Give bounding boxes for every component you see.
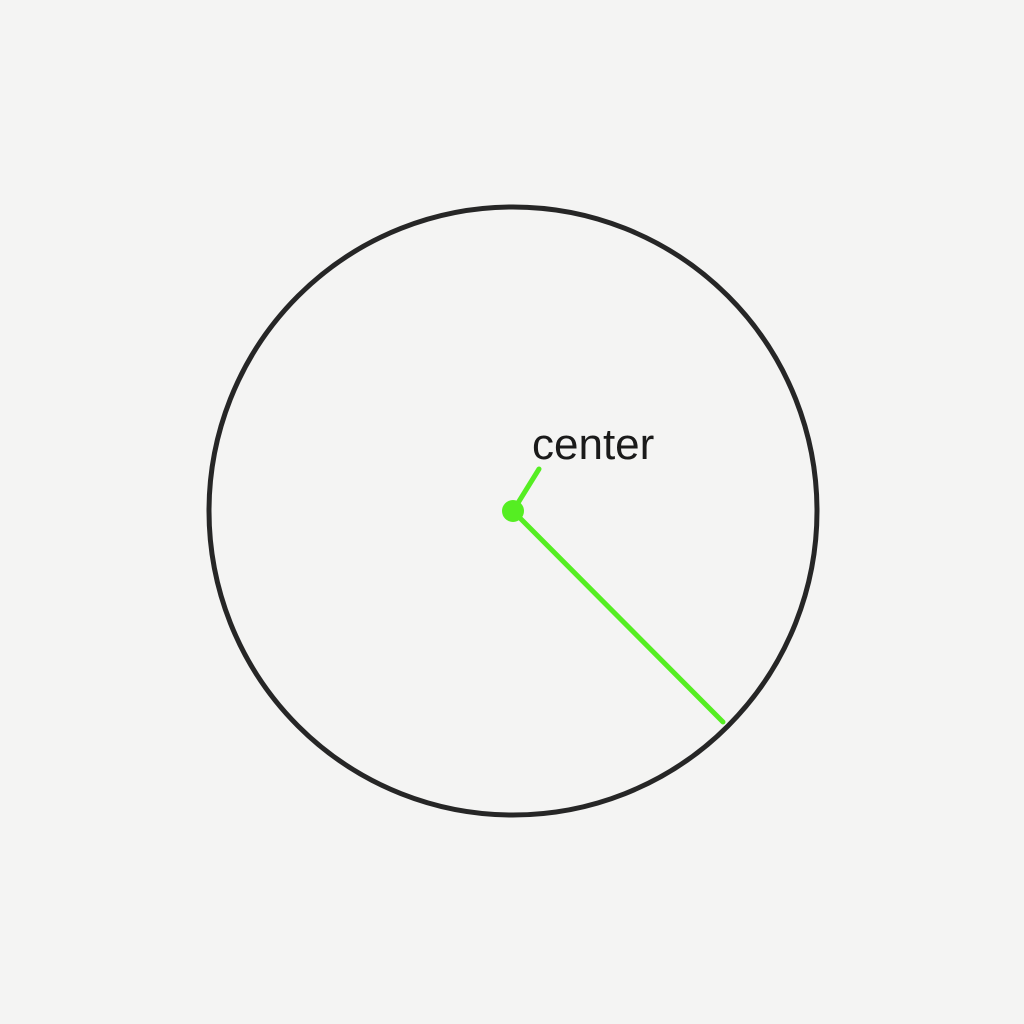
center-label: center [532,420,654,469]
circle-outline [206,204,820,818]
radius-line [510,508,726,725]
center-point [502,500,524,522]
